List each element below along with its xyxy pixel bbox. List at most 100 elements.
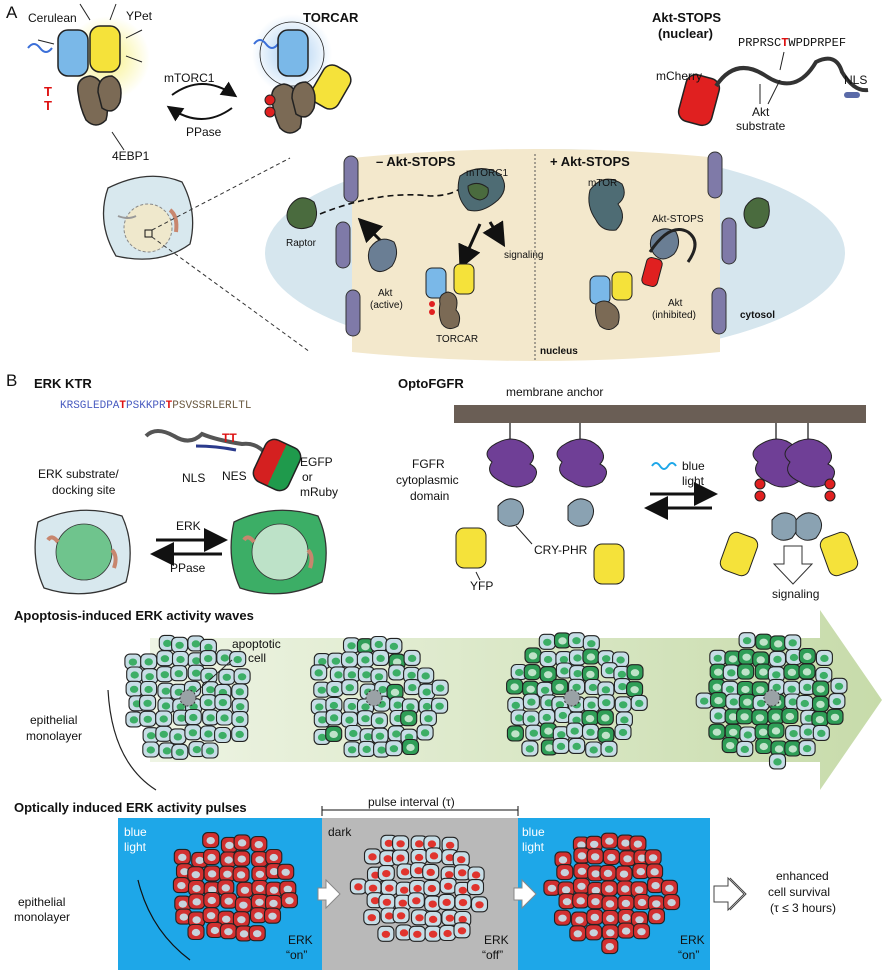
pulse-epithelial-label-2: monolayer [14, 910, 70, 924]
wave-4-nucleus [741, 685, 750, 694]
pulse-3-nucleus [561, 886, 571, 894]
pulse-3-nucleus [652, 913, 661, 921]
wave-4-nucleus [729, 728, 738, 736]
wave-3-nucleus [635, 699, 644, 708]
wave-3-nucleus [572, 716, 581, 724]
wave-2-nucleus [407, 671, 416, 679]
wave-3-nucleus [540, 686, 550, 694]
akt-stops-small-label: Akt-STOPS [652, 214, 704, 225]
torcar-inactive [27, 3, 150, 126]
pulse-2-nucleus [354, 883, 363, 891]
pulse-2-nucleus [428, 900, 437, 908]
wave-3-nucleus [560, 667, 569, 675]
pulse-epithelial-label-1: epithelial [18, 895, 65, 909]
wave-3-nucleus [616, 656, 625, 664]
wave-2-nucleus [347, 702, 357, 711]
akt-active-label-2: (active) [370, 300, 403, 311]
wave-3-nucleus [514, 714, 524, 722]
pulse-1-nucleus [255, 884, 265, 893]
wave-1-nucleus [163, 639, 172, 648]
pulse-1-nucleus [255, 870, 265, 878]
wave-1-nucleus [206, 686, 215, 694]
wave-2-nucleus [330, 685, 340, 694]
wave-4-nucleus [755, 714, 765, 722]
pulse-2-nucleus [458, 915, 467, 924]
pulse-2-nucleus [458, 899, 468, 907]
erk-arrow-label: ERK [176, 519, 201, 533]
erk-off-quote: “off” [482, 948, 503, 962]
wave-4-nucleus [816, 700, 825, 709]
pulse-2-nucleus [396, 840, 405, 848]
wave-1-nucleus [191, 640, 201, 648]
wave-4-nucleus [740, 713, 749, 721]
wave-1-nucleus [145, 673, 154, 681]
pulse-arrows [317, 876, 747, 912]
wave-4-nucleus [771, 727, 781, 735]
pulse-1-nucleus [281, 868, 290, 876]
wave-1-nucleus [204, 730, 213, 738]
pulse-3-nucleus [577, 882, 586, 890]
small-cell [102, 175, 194, 260]
pulse-3-nucleus [619, 870, 629, 878]
erk-ktr-title: ERK KTR [34, 376, 92, 391]
wave-3-nucleus [543, 655, 553, 664]
wave-4-nucleus [756, 699, 766, 708]
pulse-2-nucleus [414, 867, 423, 875]
wave-3-nucleus [573, 654, 582, 662]
wave-4-nucleus [743, 698, 752, 706]
membrane-bar [454, 405, 866, 423]
wave-3-nucleus [572, 683, 581, 691]
pulse-3-nucleus [606, 914, 615, 923]
pulse-2-nucleus [384, 912, 394, 920]
fgfr-label-3: domain [410, 489, 449, 503]
membrane-anchor-label: membrane anchor [506, 385, 603, 399]
blue-light-label-p1-2: light [124, 840, 147, 854]
wave-1-nucleus [204, 699, 213, 707]
wave-1-nucleus [128, 658, 138, 666]
epithelial-label-2: monolayer [26, 729, 82, 743]
wave-1-nucleus [218, 699, 228, 707]
wave-4-nucleus [787, 668, 797, 677]
wave-1-nucleus [192, 746, 202, 754]
pulse-1-nucleus [240, 886, 250, 894]
wave-1-nucleus [204, 672, 214, 680]
cry-phr-label: CRY-PHR [534, 543, 588, 557]
pulse-3-nucleus [562, 898, 572, 906]
wave-4-nucleus [819, 671, 828, 680]
wave-1-nucleus [235, 716, 245, 724]
pulse-1-nucleus [269, 853, 278, 862]
wave-1-nucleus [130, 671, 139, 679]
pulse-3-nucleus [577, 852, 587, 860]
wave-4-nucleus [712, 728, 722, 736]
egfp-label-1: EGFP [300, 455, 333, 469]
wave-2-nucleus [421, 672, 430, 680]
panel-a-letter: A [6, 3, 18, 22]
waves-title: Apoptosis-induced ERK activity waves [14, 608, 254, 623]
pulse-2-nucleus [471, 884, 480, 892]
blue-light-label-p1-1: blue [124, 825, 147, 839]
pulse-2-nucleus [427, 840, 437, 848]
akt-stops-construct [677, 56, 869, 127]
pulse-2-nucleus [427, 884, 437, 893]
dark-label: dark [328, 825, 352, 839]
akt-sequence: PRPRSCTWPDPRPEF [738, 36, 846, 50]
pulse-2-nucleus [428, 930, 438, 938]
wave-2-nucleus [422, 688, 431, 696]
pulse-3-nucleus [648, 854, 658, 862]
enhanced-label-1: enhanced [776, 869, 829, 883]
pulse-2-nucleus [396, 912, 406, 920]
pulse-1-nucleus [269, 899, 278, 908]
wave-4-nucleus [773, 655, 782, 664]
pulse-2-nucleus [370, 897, 380, 905]
wave-4-nucleus [759, 668, 768, 676]
pulse-1-nucleus [236, 871, 246, 879]
wave-3-nucleus [617, 670, 627, 679]
wave-3-nucleus [528, 669, 537, 677]
pulse-2-nucleus [458, 869, 467, 877]
wave-3-nucleus [559, 656, 569, 664]
wave-4-nucleus [772, 671, 781, 679]
pulse-2-nucleus [398, 899, 407, 907]
pulse-1-nucleus [192, 916, 201, 924]
pulse-1-nucleus [179, 913, 188, 921]
wave-4-nucleus [756, 686, 765, 694]
